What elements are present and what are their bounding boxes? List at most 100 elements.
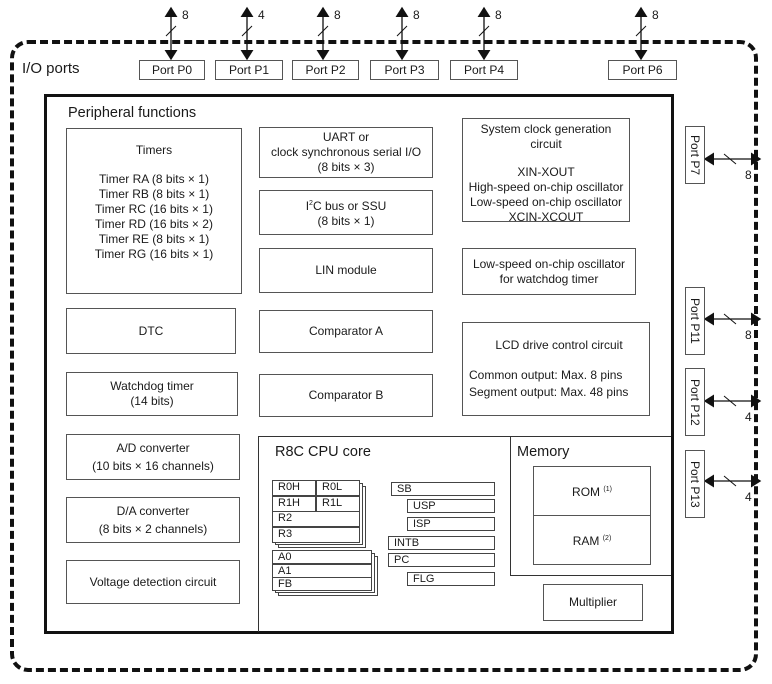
port-bit-count: 8: [495, 8, 502, 22]
port-bit-count: 4: [745, 490, 752, 504]
port-label: Port P7: [688, 134, 702, 176]
timer-item: Timer RC (16 bits × 1): [95, 202, 213, 216]
port-bit-count: 8: [745, 168, 752, 182]
watchdog-block: Watchdog timer (14 bits): [66, 372, 238, 416]
bus-slash-icon: [478, 25, 490, 37]
cpu-divider-top: [258, 436, 671, 437]
i2c-bits: (8 bits × 1): [317, 214, 375, 228]
bus-slash-icon: [723, 313, 737, 325]
dac-spec: (8 bits × 2 channels): [98, 521, 208, 536]
port-label: Port P11: [688, 298, 702, 344]
dac-block: D/A converter (8 bits × 2 channels): [66, 497, 240, 543]
port-p13: Port P13: [685, 450, 705, 518]
system-clock-title-2: circuit: [530, 137, 562, 151]
adc-spec: (10 bits × 16 channels): [92, 458, 214, 473]
register-sb: SB: [391, 482, 495, 496]
bus-slash-icon: [723, 475, 737, 487]
rom-label: ROM (1): [572, 485, 612, 499]
register-r2: R2: [272, 511, 360, 527]
bus-slash-icon: [396, 25, 408, 37]
bus-slash-icon: [723, 395, 737, 407]
port-bit-count: 4: [258, 8, 265, 22]
port-p4: Port P4: [450, 60, 518, 80]
wdt-oscillator-block: Low-speed on-chip oscillator for watchdo…: [462, 248, 636, 295]
lin-block: LIN module: [259, 248, 433, 293]
timers-title: Timers: [135, 143, 173, 157]
lcd-title: LCD drive control circuit: [495, 338, 623, 352]
lcd-segment-output: Segment output: Max. 48 pins: [469, 385, 629, 399]
port-p11: Port P11: [685, 287, 705, 355]
port-bit-count: 4: [745, 410, 752, 424]
i2c-label: I2C bus or SSU: [305, 199, 387, 213]
bus-slash-icon: [635, 25, 647, 37]
chip-boundary: [44, 94, 674, 634]
watchdog-label: Watchdog timer: [110, 379, 194, 393]
system-clock-block: System clock generation circuit XIN-XOUT…: [462, 118, 630, 225]
uart-desc: clock synchronous serial I/O: [270, 145, 422, 159]
port-p7: Port P7: [685, 126, 705, 184]
clock-source-item: High-speed on-chip oscillator: [468, 180, 624, 194]
comparator-a-block: Comparator A: [259, 310, 433, 353]
register-intb: INTB: [388, 536, 495, 550]
port-bit-count: 8: [334, 8, 341, 22]
watchdog-bits: (14 bits): [130, 394, 174, 408]
bus-slash-icon: [241, 25, 253, 37]
lcd-block: LCD drive control circuit Common output:…: [462, 322, 650, 416]
clock-source-item: XIN-XOUT: [517, 165, 575, 179]
port-p3: Port P3: [370, 60, 439, 80]
i2c-block: I2C bus or SSU (8 bits × 1): [259, 190, 433, 235]
adc-block: A/D converter (10 bits × 16 channels): [66, 434, 240, 480]
dac-label: D/A converter: [116, 503, 190, 518]
io-ports-label: I/O ports: [22, 60, 80, 77]
port-p0: Port P0: [139, 60, 205, 80]
memory-divider-left: [510, 436, 511, 576]
register-r1l: R1L: [316, 495, 360, 512]
port-p12: Port P12: [685, 368, 705, 436]
multiplier-block: Multiplier: [543, 584, 643, 621]
lcd-common-output: Common output: Max. 8 pins: [469, 368, 623, 382]
uart-bits: (8 bits × 3): [317, 160, 375, 174]
port-label: Port P13: [688, 460, 702, 508]
bus-slash-icon: [165, 25, 177, 37]
wdt-oscillator-desc: for watchdog timer: [499, 271, 599, 286]
port-p2: Port P2: [292, 60, 359, 80]
register-r0h: R0H: [272, 480, 316, 496]
clock-source-item: Low-speed on-chip oscillator: [469, 195, 623, 209]
register-r1h: R1H: [272, 495, 316, 512]
dtc-block: DTC: [66, 308, 236, 354]
timers-block: Timers Timer RA (8 bits × 1)Timer RB (8 …: [66, 128, 242, 294]
peripheral-title: Peripheral functions: [68, 105, 197, 121]
register-pc: PC: [388, 553, 495, 567]
register-fb: FB: [272, 577, 372, 591]
port-bit-count: 8: [652, 8, 659, 22]
lin-label: LIN module: [315, 263, 377, 277]
cpu-title: R8C CPU core: [275, 444, 371, 460]
register-isp: ISP: [407, 517, 495, 531]
comparator-b-label: Comparator B: [308, 388, 384, 402]
register-a1: A1: [272, 563, 372, 578]
timer-item: Timer RD (16 bits × 2): [95, 217, 213, 231]
timer-list: Timer RA (8 bits × 1)Timer RB (8 bits × …: [95, 172, 214, 262]
timer-item: Timer RG (16 bits × 1): [94, 247, 214, 261]
bus-slash-icon: [317, 25, 329, 37]
memory-title: Memory: [517, 444, 570, 460]
wdt-oscillator-label: Low-speed on-chip oscillator: [472, 256, 626, 271]
register-r0l: R0L: [316, 480, 360, 496]
register-a0: A0: [272, 550, 372, 564]
register-usp: USP: [407, 499, 495, 513]
timer-item: Timer RE (8 bits × 1): [98, 232, 210, 246]
multiplier-label: Multiplier: [568, 595, 617, 609]
dtc-label: DTC: [138, 323, 164, 338]
memory-divider-bottom: [510, 575, 671, 576]
register-r3: R3: [272, 526, 360, 543]
comparator-b-block: Comparator B: [259, 374, 433, 417]
voltage-detection-label: Voltage detection circuit: [89, 574, 217, 589]
port-p1: Port P1: [215, 60, 283, 80]
system-clock-title: System clock generation: [480, 122, 612, 136]
ram-block: RAM (2): [533, 515, 651, 565]
bus-slash-icon: [723, 153, 737, 165]
